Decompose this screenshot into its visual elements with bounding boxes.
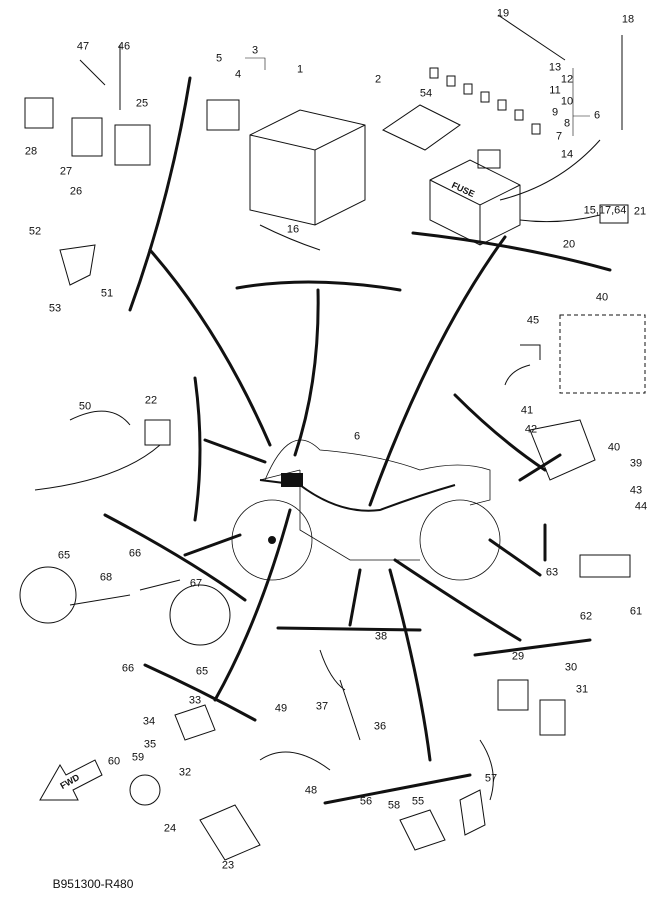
part-callout: 65 — [195, 665, 209, 678]
part-callout: 54 — [419, 87, 433, 100]
part-callout: 20 — [562, 238, 576, 251]
part-callout: 31 — [575, 683, 589, 696]
part-callout: 15,17,64 — [583, 204, 627, 217]
part-callout: 24 — [163, 822, 177, 835]
part-callout: 8 — [563, 117, 571, 130]
part-callout: 18 — [621, 13, 635, 26]
part-callout: 14 — [560, 148, 574, 161]
fuses-part — [429, 67, 541, 169]
battery-part — [249, 109, 366, 226]
part-callout: 39 — [629, 457, 643, 470]
part-callout: 12 — [560, 73, 574, 86]
part-callout: 21 — [633, 205, 647, 218]
part-callout: 46 — [117, 40, 131, 53]
part-callout: 1 — [296, 63, 304, 76]
part-callout: 37 — [315, 700, 329, 713]
part-callout: 4 — [234, 68, 242, 81]
part-callout: 47 — [76, 40, 90, 53]
fuse-box-part — [381, 104, 601, 246]
motorcycle-outline — [231, 439, 501, 581]
part-callout: 50 — [78, 400, 92, 413]
part-callout: 40 — [607, 441, 621, 454]
part-callout: 29 — [511, 650, 525, 663]
part-callout: 48 — [304, 784, 318, 797]
part-callout: 36 — [373, 720, 387, 733]
part-callout: 59 — [131, 751, 145, 764]
misc-parts — [19, 14, 646, 861]
part-callout: 16 — [286, 223, 300, 236]
part-callout: 6 — [593, 109, 601, 122]
part-callout: 6 — [353, 430, 361, 443]
part-callout: 61 — [629, 605, 643, 618]
part-callout: 68 — [99, 571, 113, 584]
part-callout: 49 — [274, 702, 288, 715]
part-callout: 25 — [135, 97, 149, 110]
part-callout: 35 — [143, 738, 157, 751]
part-callout: 53 — [48, 302, 62, 315]
part-callout: 44 — [634, 500, 648, 513]
part-callout: 42 — [524, 423, 538, 436]
part-callout: 28 — [24, 145, 38, 158]
part-callout: 45 — [526, 314, 540, 327]
part-callout: 30 — [564, 661, 578, 674]
part-callout: 55 — [411, 795, 425, 808]
part-callout: 11 — [549, 84, 561, 97]
part-callout: 65 — [57, 549, 71, 562]
part-callout: 40 — [595, 291, 609, 304]
part-callout: 2 — [374, 73, 382, 86]
part-callout: 7 — [555, 130, 563, 143]
part-callout: 63 — [545, 566, 559, 579]
part-callout: 19 — [496, 7, 510, 20]
part-callout: 23 — [221, 859, 235, 872]
part-callout: 5 — [215, 52, 223, 65]
part-callout: 66 — [121, 662, 135, 675]
part-callout: 9 — [551, 106, 559, 119]
part-callout: 58 — [387, 799, 401, 812]
part-callout: 13 — [548, 61, 562, 74]
part-callout: 60 — [107, 755, 121, 768]
part-callout: 32 — [178, 766, 192, 779]
part-callout: 22 — [144, 394, 158, 407]
forward-arrow-icon — [39, 759, 103, 801]
part-callout: 33 — [188, 694, 202, 707]
harness-center — [259, 473, 456, 544]
part-callout: 52 — [28, 225, 42, 238]
callout-leaders — [245, 57, 590, 136]
part-callout: 66 — [128, 547, 142, 560]
part-callout: 26 — [69, 185, 83, 198]
part-callout: 67 — [189, 577, 203, 590]
part-callout: 3 — [251, 44, 259, 57]
part-callout: 43 — [629, 484, 643, 497]
part-callout: 57 — [484, 772, 498, 785]
part-callout: 34 — [142, 715, 156, 728]
part-callout: 41 — [520, 404, 534, 417]
part-callout: 56 — [359, 795, 373, 808]
part-callout: 10 — [560, 95, 574, 108]
part-callout: 38 — [374, 630, 388, 643]
part-callout: 51 — [100, 287, 114, 300]
diagram-code: B951300-R480 — [52, 877, 134, 891]
part-callout: 62 — [579, 610, 593, 623]
part-callout: 27 — [59, 165, 73, 178]
group-leader-lines — [103, 76, 612, 805]
